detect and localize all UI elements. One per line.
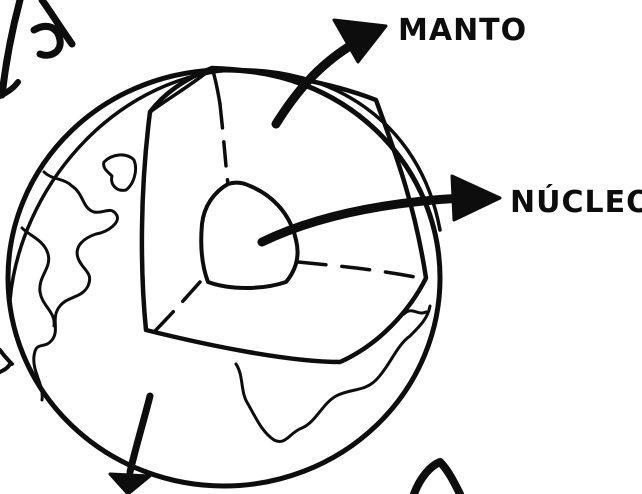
continents [22, 155, 430, 442]
cropped-letters-top-left [0, 0, 72, 96]
crust-arrow [110, 396, 150, 494]
cropped-arrow-bottom-right [414, 462, 460, 494]
edge-mark-left [0, 350, 12, 372]
earth-globe [8, 70, 440, 486]
core-label: NÚCLEO [510, 183, 642, 220]
core-arrow [262, 176, 500, 242]
mantle-label: MANTO [398, 13, 527, 48]
